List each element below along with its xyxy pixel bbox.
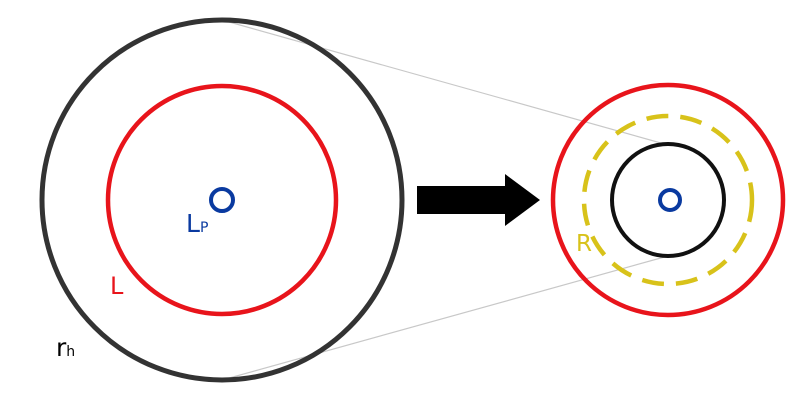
r-label: R — [576, 231, 592, 257]
r-dashed-circle — [581, 113, 755, 287]
l-label: L — [110, 272, 124, 300]
lp-label: LP — [186, 209, 208, 238]
lp-label-sub: P — [200, 220, 208, 236]
lp-circle — [209, 187, 235, 213]
rh-label-main: r — [56, 333, 67, 362]
right-arrow-icon — [417, 174, 540, 226]
guide-line-bottom — [221, 255, 669, 381]
rh-label: rh — [56, 333, 75, 362]
guide-line-top — [221, 19, 669, 146]
zoom-blue-circle — [658, 188, 682, 212]
zoom-black-circle — [610, 142, 726, 258]
rh-circle — [39, 17, 405, 383]
zoom-red-circle — [550, 82, 786, 318]
lp-label-main: L — [186, 209, 200, 238]
l-circle — [105, 83, 339, 317]
rh-label-sub: h — [66, 344, 75, 360]
